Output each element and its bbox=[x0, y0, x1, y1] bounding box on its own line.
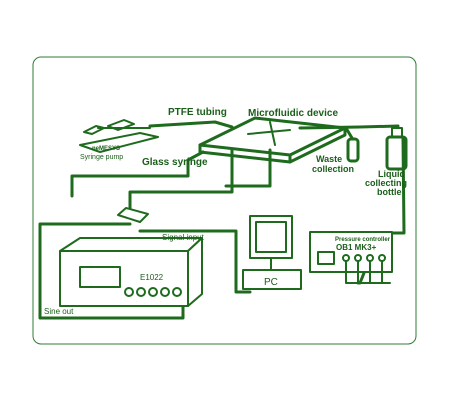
label-bottle: bottle bbox=[377, 187, 402, 197]
label-pc: PC bbox=[264, 277, 278, 288]
label-collection: collection bbox=[312, 164, 354, 174]
label-syringe-pump: Syringe pump bbox=[80, 154, 123, 161]
function-generator-icon bbox=[59, 237, 203, 307]
label-nemesys: neMESYS bbox=[92, 146, 120, 152]
label-ptfe-tubing: PTFE tubing bbox=[168, 107, 227, 118]
label-microfluidic-device: Microfluidic device bbox=[248, 108, 338, 119]
pressure-controller-icon bbox=[309, 231, 393, 284]
collection-tube-icon bbox=[346, 137, 360, 163]
bottle-icon bbox=[385, 127, 408, 171]
device-second-line bbox=[224, 148, 272, 188]
label-sine-out: Sine out bbox=[44, 307, 74, 316]
glass-syringe-line bbox=[70, 150, 205, 198]
label-glass-syringe: Glass syringe bbox=[142, 157, 208, 168]
diagram-frame bbox=[32, 56, 417, 345]
label-pressure-controller: Pressure controller bbox=[335, 237, 391, 243]
label-generator-model: E1022 bbox=[140, 273, 164, 282]
outlet-tube-line bbox=[298, 124, 400, 130]
label-ob1-mk3: OB1 MK3+ bbox=[336, 243, 377, 252]
label-waste: Waste bbox=[316, 154, 342, 164]
junction-connector-icon bbox=[117, 207, 149, 223]
device-to-junction-line bbox=[128, 148, 234, 215]
waste-tube-line bbox=[344, 126, 354, 140]
label-collecting: collecting bbox=[365, 178, 407, 188]
pc-monitor-icon bbox=[242, 215, 302, 290]
syringe-pump-icon bbox=[79, 119, 159, 153]
sine-out-line bbox=[38, 222, 185, 320]
signal-input-line bbox=[138, 229, 252, 294]
label-signal-input: Signal input bbox=[162, 233, 205, 242]
label-liquid: Liquid bbox=[378, 169, 405, 179]
ptfe-tubing-line bbox=[148, 120, 234, 129]
